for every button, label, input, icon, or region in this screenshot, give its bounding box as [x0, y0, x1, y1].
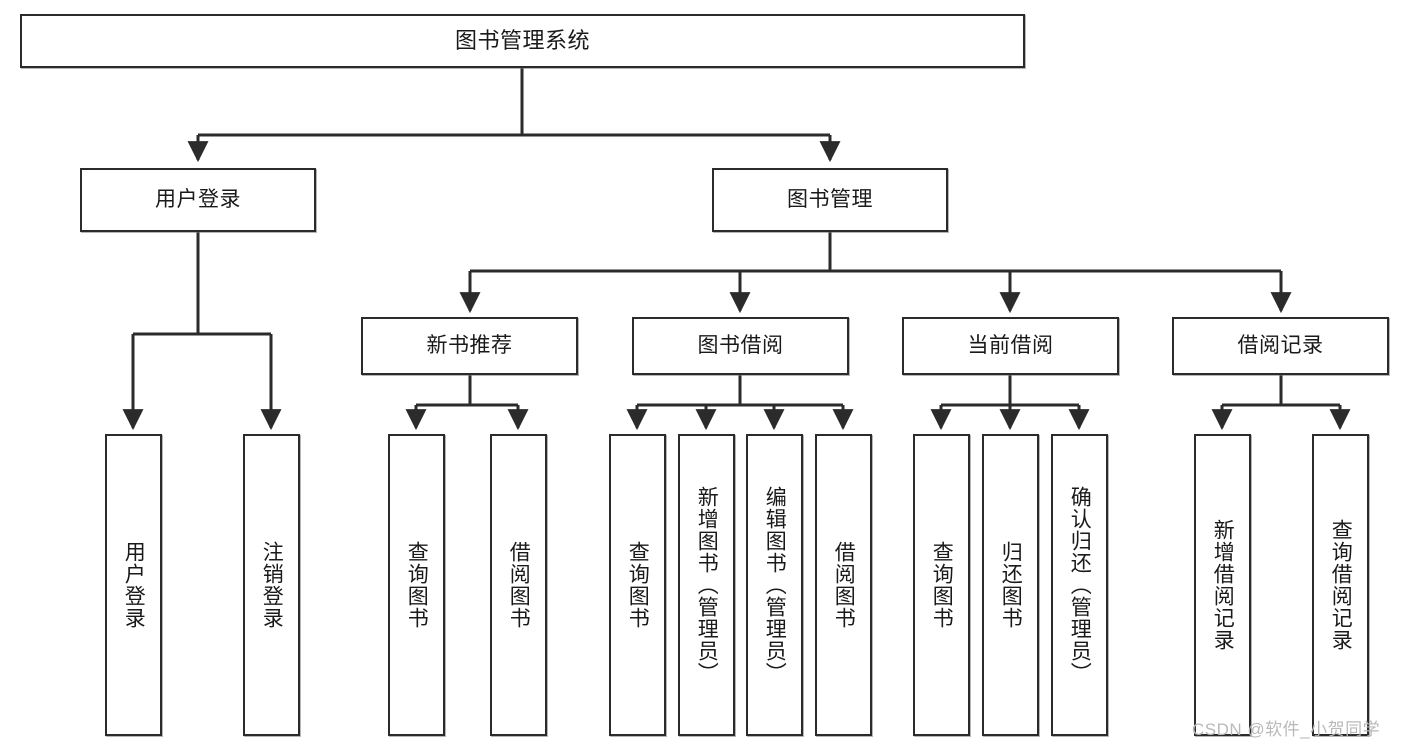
node-label: 新增图书（管理员） — [695, 486, 719, 684]
node-label: 借阅图书 — [832, 541, 856, 629]
node-book-borrow[interactable]: 图书借阅 — [632, 317, 849, 375]
node-label: 注销登录 — [260, 541, 284, 629]
leaf-user-login-login[interactable]: 用户登录 — [105, 434, 162, 736]
leaf-new-book-query[interactable]: 查询图书 — [388, 434, 445, 736]
node-label: 查询图书 — [930, 541, 954, 629]
node-label: 查询借阅记录 — [1329, 519, 1353, 651]
node-label: 当前借阅 — [967, 333, 1054, 357]
node-label: 图书借阅 — [697, 333, 784, 357]
node-label: 归还图书 — [999, 541, 1023, 629]
node-label: 编辑图书（管理员） — [763, 486, 787, 684]
leaf-borrow-record-add[interactable]: 新增借阅记录 — [1194, 434, 1251, 736]
node-label: 新书推荐 — [426, 333, 513, 357]
leaf-borrow-record-query[interactable]: 查询借阅记录 — [1312, 434, 1369, 736]
node-book-management[interactable]: 图书管理 — [712, 168, 948, 232]
leaf-current-borrow-query[interactable]: 查询图书 — [913, 434, 970, 736]
node-current-borrow[interactable]: 当前借阅 — [902, 317, 1119, 375]
node-label: 图书管理系统 — [454, 28, 590, 54]
node-new-book-recommend[interactable]: 新书推荐 — [361, 317, 578, 375]
leaf-current-borrow-confirm-return[interactable]: 确认归还（管理员） — [1051, 434, 1108, 736]
node-label: 新增借阅记录 — [1211, 519, 1235, 651]
csdn-watermark: CSDN @软件_小贺同学 — [1192, 720, 1381, 739]
leaf-current-borrow-return[interactable]: 归还图书 — [982, 434, 1039, 736]
node-borrow-record[interactable]: 借阅记录 — [1172, 317, 1389, 375]
node-label: 借阅记录 — [1237, 333, 1324, 357]
leaf-book-borrow-add[interactable]: 新增图书（管理员） — [678, 434, 735, 736]
node-user-login[interactable]: 用户登录 — [80, 168, 316, 232]
node-label: 借阅图书 — [507, 541, 531, 629]
node-label: 用户登录 — [155, 187, 241, 211]
leaf-book-borrow-borrow[interactable]: 借阅图书 — [815, 434, 872, 736]
node-label: 查询图书 — [405, 541, 429, 629]
leaf-book-borrow-edit[interactable]: 编辑图书（管理员） — [746, 434, 803, 736]
leaf-user-login-logout[interactable]: 注销登录 — [243, 434, 300, 736]
node-label: 查询图书 — [626, 541, 650, 629]
leaf-new-book-borrow[interactable]: 借阅图书 — [490, 434, 547, 736]
node-label: 确认归还（管理员） — [1068, 486, 1092, 684]
node-root-system[interactable]: 图书管理系统 — [20, 14, 1025, 68]
leaf-book-borrow-query[interactable]: 查询图书 — [609, 434, 666, 736]
node-label: 图书管理 — [787, 187, 873, 211]
node-label: 用户登录 — [122, 541, 146, 629]
